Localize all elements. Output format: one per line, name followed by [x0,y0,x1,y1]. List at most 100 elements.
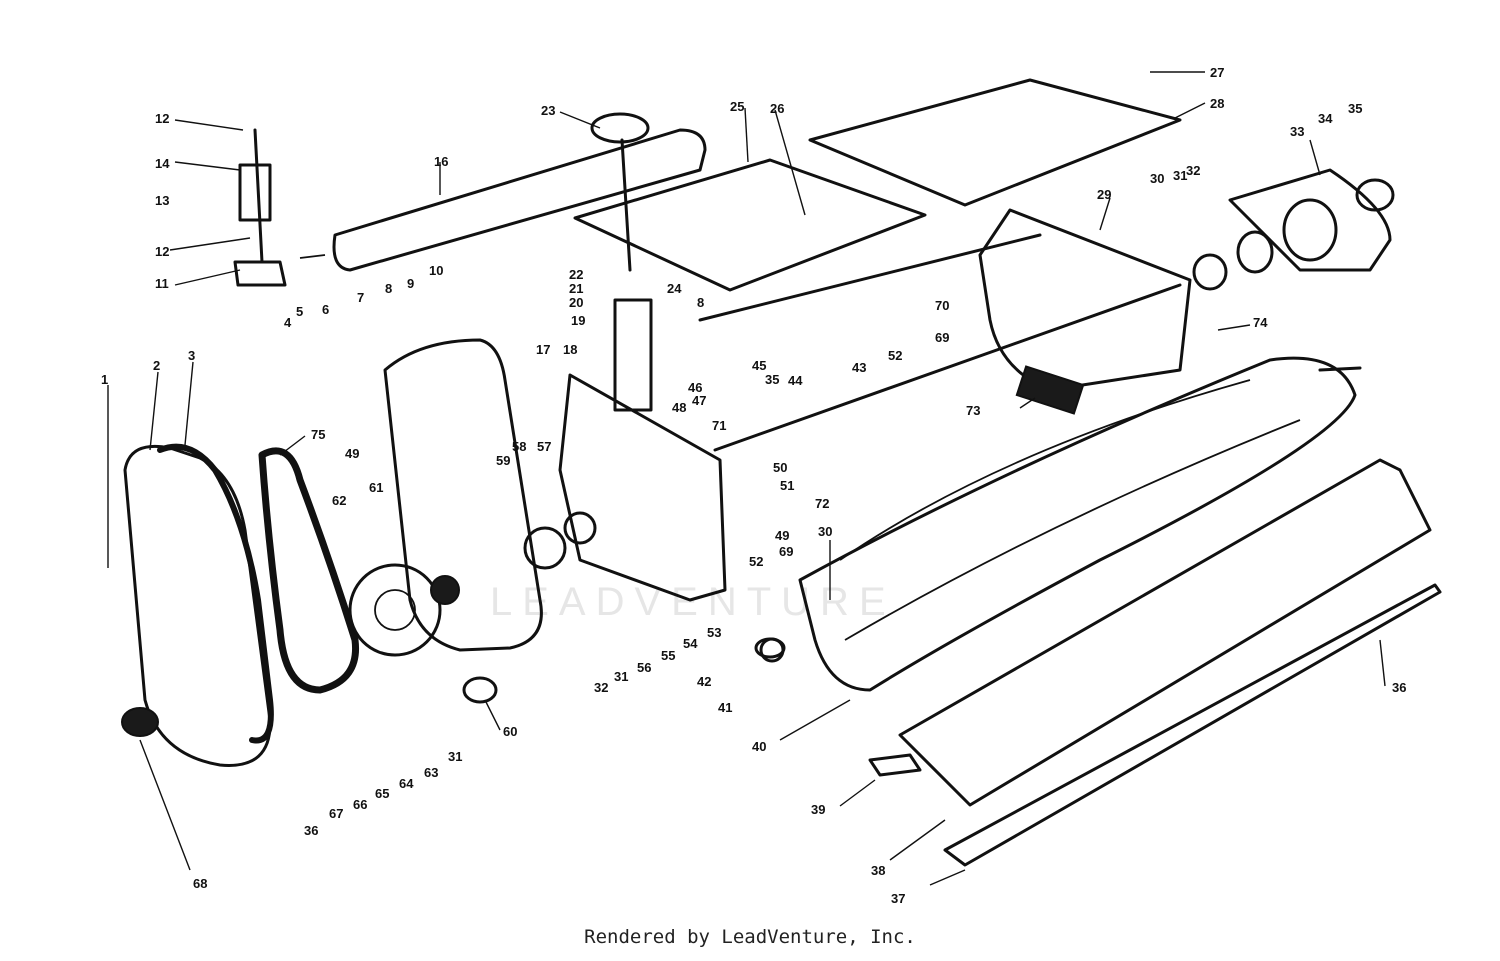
callout-23: 23 [541,103,555,118]
callout-10: 10 [429,263,443,278]
drive-belt [157,443,274,744]
callout-1: 1 [101,372,108,387]
callout-56: 56 [637,660,651,675]
side-plate [383,338,543,652]
watermark-text: LEADVENTURE [490,580,896,624]
callout-69b: 69 [779,544,793,559]
callout-35: 35 [1348,101,1362,116]
callout-29: 29 [1097,187,1111,202]
callout-5: 5 [296,304,303,319]
footer-credit: Rendered by LeadVenture, Inc. [584,926,916,948]
callout-39: 39 [811,802,825,817]
front-roller [299,128,707,272]
callout-36b: 36 [304,823,318,838]
callout-62: 62 [332,493,346,508]
callout-20: 20 [569,295,583,310]
cutting-reel [754,356,1362,692]
callout-26: 26 [770,101,784,116]
callout-30: 30 [1150,171,1164,186]
callout-leaders [107,71,1386,886]
frame-rod-upper [698,233,1042,322]
callout-8b: 8 [697,295,704,310]
callout-55: 55 [661,648,675,663]
callout-60: 60 [503,724,517,739]
callout-54: 54 [683,636,698,651]
callout-31: 31 [1173,168,1187,183]
callout-59: 59 [496,453,510,468]
right-cover [808,78,1182,207]
callout-53: 53 [707,625,721,640]
threaded-rod [620,138,632,272]
timing-belt [258,447,360,694]
callout-19: 19 [571,313,585,328]
callout-32: 32 [1186,163,1200,178]
knife-blade [943,583,1442,867]
callout-45: 45 [752,358,766,373]
bearing-32 [523,526,567,570]
knife-bracket [868,753,922,777]
callout-13: 13 [155,193,169,208]
callout-57: 57 [537,439,551,454]
callout-37: 37 [891,891,905,906]
callout-68: 68 [193,876,207,891]
callout-16: 16 [434,154,448,169]
callout-9: 9 [407,276,414,291]
callout-46: 46 [688,380,702,395]
callout-50: 50 [773,460,787,475]
side-frame [558,373,727,602]
callout-67: 67 [329,806,343,821]
callout-51: 51 [780,478,794,493]
drive-gear [348,563,460,657]
callout-36: 36 [1392,680,1406,695]
callout-7: 7 [357,290,364,305]
callout-8: 8 [385,281,392,296]
height-adjuster [233,128,287,287]
callout-32b: 32 [594,680,608,695]
callout-labels: 1 2 3 4 5 6 7 8 8 9 10 11 12 12 13 14 16… [101,65,1406,906]
callout-35b: 35 [765,372,779,387]
callout-71: 71 [712,418,726,433]
callout-66: 66 [353,797,367,812]
callout-43: 43 [852,360,866,375]
callout-24: 24 [667,281,682,296]
callout-74: 74 [1253,315,1268,330]
callout-2: 2 [153,358,160,373]
frame-rod-lower [713,283,1182,452]
main-frame [978,208,1192,392]
callout-52b: 52 [749,554,763,569]
callout-4: 4 [284,315,292,330]
callout-72: 72 [815,496,829,511]
callout-22: 22 [569,267,583,282]
callout-58: 58 [512,439,526,454]
callout-28: 28 [1210,96,1224,111]
callout-12: 12 [155,111,169,126]
callout-31c: 31 [448,749,462,764]
callout-75: 75 [311,427,325,442]
callout-11: 11 [155,276,169,291]
callout-34: 34 [1318,111,1333,126]
callout-12b: 12 [155,244,169,259]
callout-65: 65 [375,786,389,801]
callout-6: 6 [322,302,329,317]
callout-31b: 31 [614,669,628,684]
center-cover [573,158,927,292]
callout-38: 38 [871,863,885,878]
bearing-31 [563,511,597,545]
bearing-housing [1192,168,1395,291]
callout-40: 40 [752,739,766,754]
knob [590,112,650,144]
callout-25: 25 [730,99,744,114]
bed-knife [898,458,1432,807]
callout-64: 64 [399,776,414,791]
bearing-stack [613,298,653,412]
callout-47: 47 [692,393,706,408]
callout-41: 41 [718,700,732,715]
callout-49: 49 [345,446,359,461]
callout-61: 61 [369,480,383,495]
callout-49b: 49 [775,528,789,543]
callout-3: 3 [188,348,195,363]
callout-52: 52 [888,348,902,363]
callout-17: 17 [536,342,550,357]
callout-44: 44 [788,373,803,388]
